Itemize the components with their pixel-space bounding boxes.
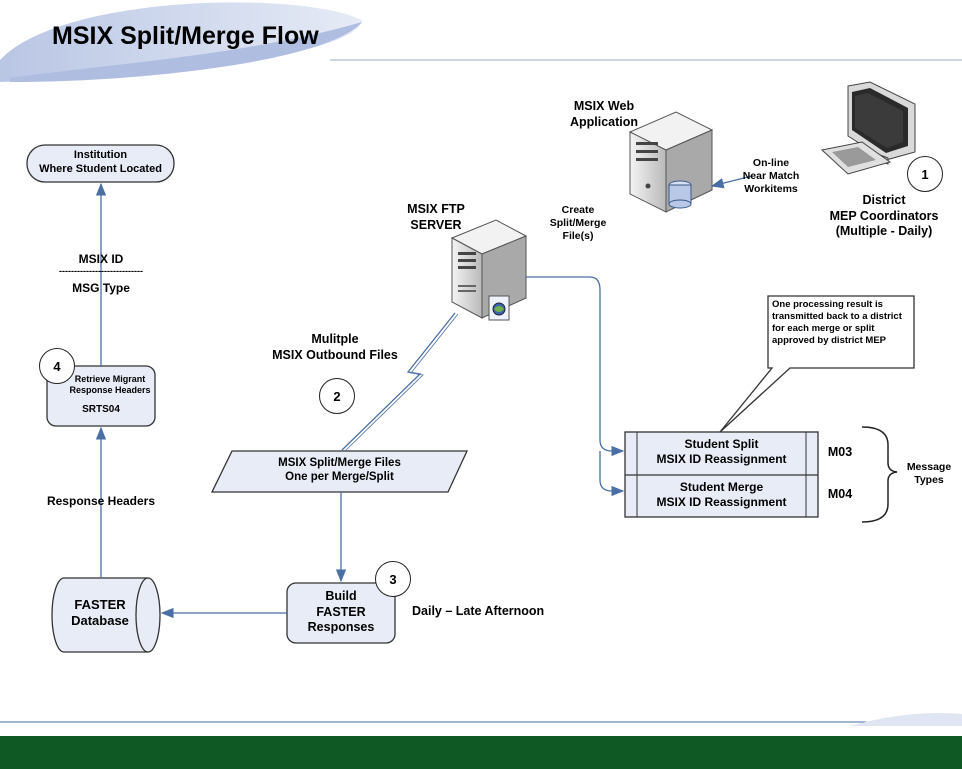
institution-label: Institution Where Student Located [39, 149, 162, 175]
lightning-arrow-icon [341, 312, 459, 452]
message-types-brace [861, 426, 898, 523]
ftp-server-icon [450, 219, 528, 321]
srts04-label: SRTS04 [82, 404, 120, 415]
footer-decoration [0, 713, 962, 726]
header-swoosh [0, 2, 962, 82]
ftp-server-label: MSIX FTP SERVER [407, 202, 465, 232]
split-merge-files-label: MSIX Split/Merge Files One per Merge/Spl… [278, 457, 401, 484]
flow-arrows [95, 175, 753, 619]
institution-node [26, 144, 175, 183]
online-near-match-label: On-line Near Match Workitems [742, 157, 800, 196]
faster-db-label: FASTER Database [71, 597, 129, 629]
callout-box [719, 295, 915, 433]
computer-monitor-icon [820, 81, 916, 175]
m03-label: M03 [827, 445, 853, 459]
student-merge-label: Student Merge MSIX ID Reassignment [656, 480, 787, 509]
web-server-icon [628, 111, 714, 213]
build-faster-label: Build FASTER Responses [307, 589, 375, 635]
retrieve-headers-label: Retrieve Migrant Response Headers [69, 374, 151, 396]
m04-label: M04 [827, 487, 853, 501]
message-types-label: Message Types [906, 461, 952, 487]
step-3-badge: 3 [375, 561, 411, 597]
database-cylinder-icon [51, 577, 161, 653]
split-merge-files-node [210, 450, 469, 493]
dashes-divider: ---------------------------- [59, 266, 143, 276]
msix-id-label: MSIX ID [78, 252, 124, 266]
message-table [624, 431, 819, 518]
student-split-label: Student Split MSIX ID Reassignment [656, 437, 787, 466]
footer-banner [0, 736, 962, 769]
callout-text: One processing result is transmitted bac… [772, 299, 902, 346]
msg-type-label: MSG Type [72, 281, 130, 295]
response-headers-label: Response Headers [46, 494, 156, 508]
district-coordinators-label: District MEP Coordinators (Multiple - Da… [829, 193, 939, 239]
multiple-outbound-label: Mulitple MSIX Outbound Files [272, 332, 398, 362]
step-1-badge: 1 [907, 156, 943, 192]
daily-late-label: Daily – Late Afternoon [412, 604, 545, 618]
step-4-badge: 4 [39, 348, 75, 384]
create-files-label: Create Split/Merge File(s) [549, 204, 607, 243]
page-title: MSIX Split/Merge Flow [52, 22, 319, 50]
web-app-label: MSIX Web Application [569, 99, 639, 129]
step-2-badge: 2 [319, 378, 355, 414]
